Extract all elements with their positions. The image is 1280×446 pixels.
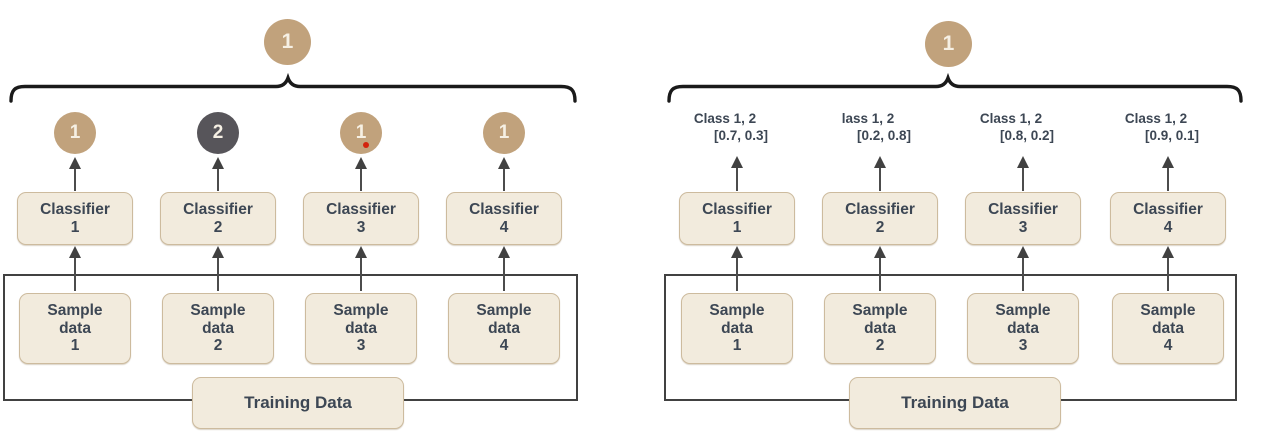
sample-data-box-2: Sample data 2 bbox=[824, 293, 936, 364]
classifier-box-4: Classifier 4 bbox=[1110, 192, 1226, 245]
overbrace bbox=[9, 72, 577, 103]
classifier-number: 4 bbox=[499, 218, 509, 236]
classifier-label: Classifier bbox=[40, 200, 110, 218]
class-line: Class 1, 2 bbox=[979, 111, 1043, 126]
sample-word: data bbox=[59, 319, 91, 337]
sample-number: 2 bbox=[213, 337, 223, 355]
sample-number: 3 bbox=[1018, 337, 1028, 355]
arrow-sample4-to-classifier4 bbox=[1161, 246, 1175, 291]
sample-word: Sample bbox=[852, 302, 908, 320]
sample-data-box-4: Sample data 4 bbox=[448, 293, 560, 364]
aggregate-vote-badge: 1 bbox=[925, 21, 972, 67]
sample-data-box-3: Sample data 3 bbox=[305, 293, 417, 364]
sample-number: 2 bbox=[875, 337, 885, 355]
sample-number: 4 bbox=[1163, 337, 1173, 355]
classifier-label: Classifier bbox=[988, 200, 1058, 218]
classifier-number: 3 bbox=[356, 218, 366, 236]
probability-line: [0.8, 0.2] bbox=[999, 128, 1055, 143]
classifier-box-2: Classifier 2 bbox=[160, 192, 276, 245]
vote-badge-3: 1 bbox=[340, 112, 382, 154]
classifier-label: Classifier bbox=[183, 200, 253, 218]
sample-word: data bbox=[345, 319, 377, 337]
classifier-number: 1 bbox=[70, 218, 80, 236]
classifier-box-1: Classifier 1 bbox=[679, 192, 795, 245]
probability-line: [0.9, 0.1] bbox=[1144, 128, 1200, 143]
probability-line: [0.2, 0.8] bbox=[856, 128, 912, 143]
arrow-sample2-to-classifier2 bbox=[873, 246, 887, 291]
bagging-probability-diagram: 1 Class 1, 2 [0.7, 0.3] lass 1, 2 [0.2, … bbox=[640, 0, 1280, 446]
sample-number: 1 bbox=[732, 337, 742, 355]
sample-data-box-1: Sample data 1 bbox=[19, 293, 131, 364]
sample-word: Sample bbox=[1140, 302, 1196, 320]
arrow-sample2-to-classifier2 bbox=[211, 246, 225, 291]
classifier-label: Classifier bbox=[702, 200, 772, 218]
sample-data-box-1: Sample data 1 bbox=[681, 293, 793, 364]
classifier-label: Classifier bbox=[326, 200, 396, 218]
classifier-label: Classifier bbox=[845, 200, 915, 218]
classifier-number: 2 bbox=[875, 218, 885, 236]
sample-word: Sample bbox=[190, 302, 246, 320]
arrow-sample1-to-classifier1 bbox=[730, 246, 744, 291]
sample-word: Sample bbox=[333, 302, 389, 320]
vote-badge-4: 1 bbox=[483, 112, 525, 154]
arrow-classifier1-to-vote bbox=[68, 157, 82, 191]
bagging-vote-diagram: 1 1 2 1 1 Classifier 1 Classifier bbox=[3, 19, 578, 429]
arrow-classifier2-to-vote bbox=[211, 157, 225, 191]
arrow-sample3-to-classifier3 bbox=[1016, 246, 1030, 291]
classifier-box-1: Classifier 1 bbox=[17, 192, 133, 245]
classifier-label: Classifier bbox=[469, 200, 539, 218]
sample-data-box-3: Sample data 3 bbox=[967, 293, 1079, 364]
aggregate-vote-badge: 1 bbox=[264, 19, 311, 65]
arrow-classifier1-to-prediction bbox=[730, 156, 744, 191]
vote-badge-2: 2 bbox=[197, 112, 239, 154]
prediction-label-4: Class 1, 2 [0.9, 0.1] bbox=[1098, 110, 1238, 144]
sample-word: data bbox=[1152, 319, 1184, 337]
classifier-label: Classifier bbox=[1133, 200, 1203, 218]
arrow-classifier3-to-vote bbox=[354, 157, 368, 191]
class-line: Class 1, 2 bbox=[1124, 111, 1188, 126]
sample-word: Sample bbox=[995, 302, 1051, 320]
sample-word: data bbox=[488, 319, 520, 337]
probability-line: [0.7, 0.3] bbox=[713, 128, 769, 143]
arrow-classifier3-to-prediction bbox=[1016, 156, 1030, 191]
sample-word: data bbox=[721, 319, 753, 337]
arrow-classifier4-to-vote bbox=[497, 157, 511, 191]
prediction-label-1: Class 1, 2 [0.7, 0.3] bbox=[667, 110, 807, 144]
arrow-sample1-to-classifier1 bbox=[68, 246, 82, 291]
classifier-number: 3 bbox=[1018, 218, 1028, 236]
arrow-classifier4-to-prediction bbox=[1161, 156, 1175, 191]
sample-word: data bbox=[864, 319, 896, 337]
sample-word: Sample bbox=[47, 302, 103, 320]
classifier-box-2: Classifier 2 bbox=[822, 192, 938, 245]
classifier-number: 2 bbox=[213, 218, 223, 236]
overbrace bbox=[667, 72, 1243, 103]
vote-value: 1 bbox=[355, 122, 367, 143]
sample-data-box-4: Sample data 4 bbox=[1112, 293, 1224, 364]
prediction-label-2: lass 1, 2 [0.2, 0.8] bbox=[810, 110, 950, 144]
class-line: Class 1, 2 bbox=[693, 111, 757, 126]
sample-number: 1 bbox=[70, 337, 80, 355]
arrow-classifier2-to-prediction bbox=[873, 156, 887, 191]
sample-number: 3 bbox=[356, 337, 366, 355]
vote-badge-1: 1 bbox=[54, 112, 96, 154]
training-data-box: Training Data bbox=[192, 377, 404, 429]
red-dot-marker bbox=[363, 142, 369, 148]
class-line: lass 1, 2 bbox=[841, 111, 895, 126]
training-data-box: Training Data bbox=[849, 377, 1061, 429]
sample-word: data bbox=[1007, 319, 1039, 337]
classifier-box-4: Classifier 4 bbox=[446, 192, 562, 245]
arrow-sample3-to-classifier3 bbox=[354, 246, 368, 291]
arrow-sample4-to-classifier4 bbox=[497, 246, 511, 291]
sample-word: data bbox=[202, 319, 234, 337]
sample-word: Sample bbox=[709, 302, 765, 320]
sample-number: 4 bbox=[499, 337, 509, 355]
classifier-box-3: Classifier 3 bbox=[965, 192, 1081, 245]
sample-data-box-2: Sample data 2 bbox=[162, 293, 274, 364]
prediction-label-3: Class 1, 2 [0.8, 0.2] bbox=[953, 110, 1093, 144]
sample-word: Sample bbox=[476, 302, 532, 320]
classifier-box-3: Classifier 3 bbox=[303, 192, 419, 245]
classifier-number: 1 bbox=[732, 218, 742, 236]
classifier-number: 4 bbox=[1163, 218, 1173, 236]
